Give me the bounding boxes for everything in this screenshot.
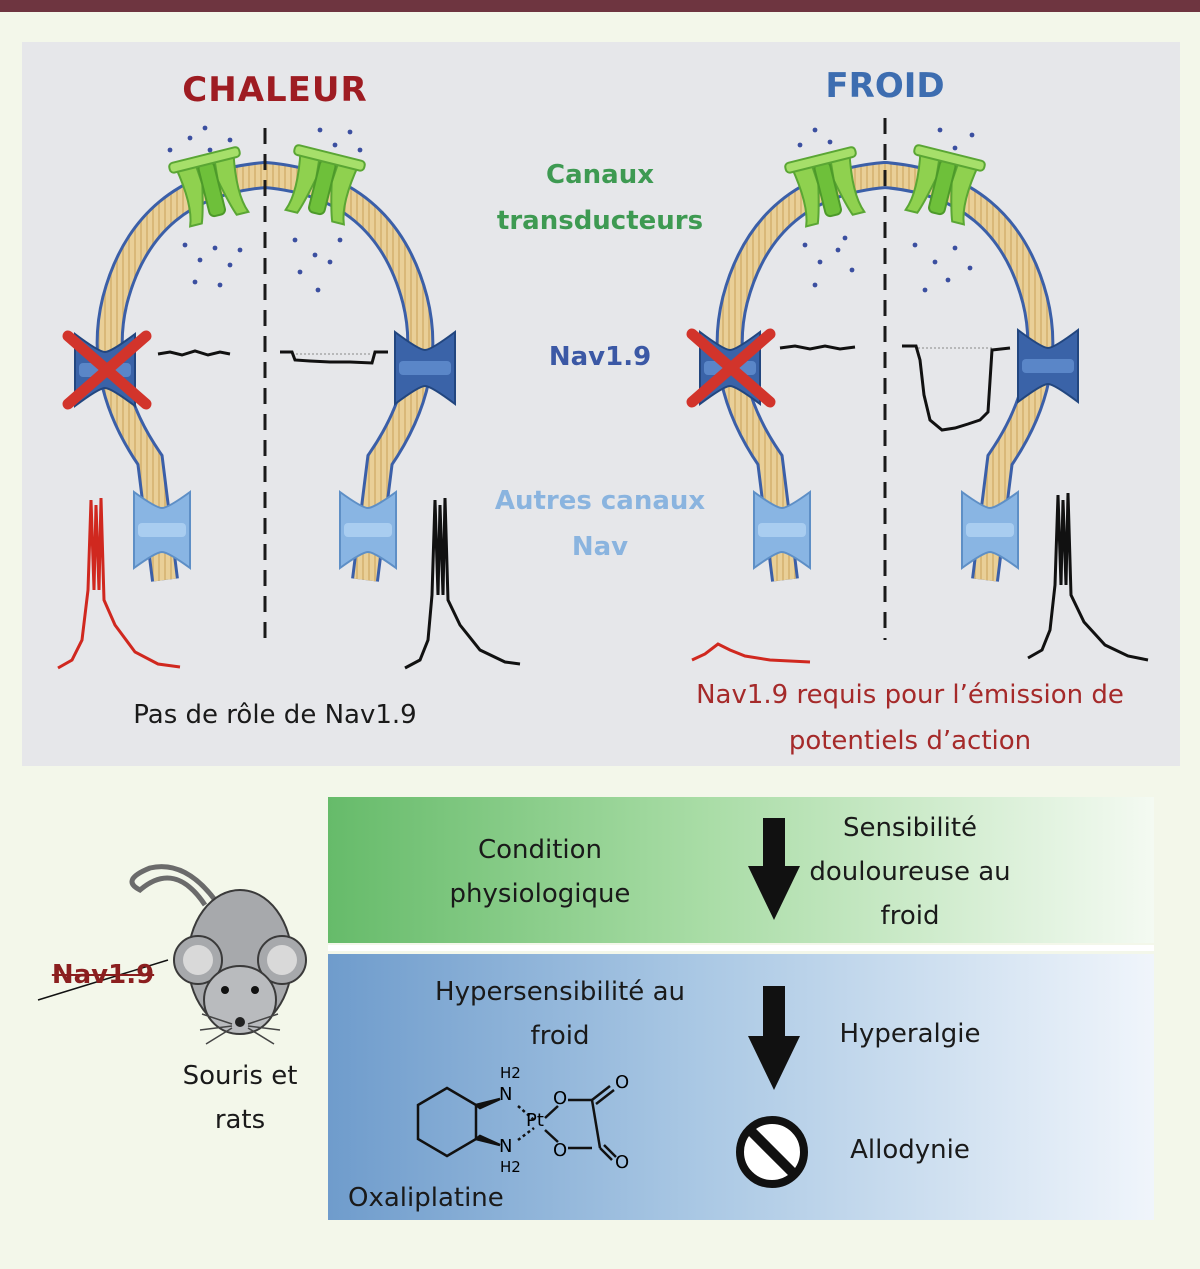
caption-heat: Pas de rôle de Nav1.9	[133, 700, 417, 730]
atom-o1: O	[553, 1088, 568, 1109]
condition-hypersensitivity: Hypersensibilité au froid	[435, 977, 685, 1051]
action-potential-cold-wt	[1027, 492, 1149, 662]
action-potential-cold-ko	[691, 642, 811, 664]
knockout-cross-icon	[62, 330, 152, 410]
label-other-nav: Autres canaux Nav	[494, 486, 706, 562]
result-hyperalgesia: Hyperalgie	[839, 1019, 981, 1049]
current-trace	[157, 349, 231, 357]
species-label: Souris et rats	[182, 1061, 298, 1135]
drug-name: Oxaliplatine	[348, 1183, 504, 1213]
label-transducers: Canaux transducteurs	[496, 160, 704, 236]
result-allodynia: Allodynie	[850, 1135, 970, 1165]
condition-physiological: Condition physiologique	[449, 835, 631, 909]
atom-o3: O	[615, 1072, 630, 1093]
current-trace-large	[902, 344, 1011, 432]
atom-h2-bottom: H2	[500, 1158, 521, 1176]
atom-n-top: N	[499, 1084, 513, 1105]
physiological-row	[328, 797, 1154, 943]
atom-n-bottom: N	[499, 1136, 513, 1157]
gene-knockout-label: Nav1.9	[51, 960, 155, 990]
atom-pt: Pt	[526, 1110, 544, 1131]
current-trace	[280, 350, 388, 365]
result-cold-pain: Sensibilité douloureuse au froid	[809, 813, 1011, 931]
label-nav19: Nav1.9	[548, 342, 652, 372]
atom-o4: O	[615, 1152, 630, 1173]
action-potential-heat-wt	[404, 497, 521, 670]
top-bar	[0, 0, 1200, 12]
cold-title: FROID	[825, 66, 945, 106]
caption-cold: Nav1.9 requis pour l’émission de potenti…	[696, 680, 1124, 756]
knockout-cross-icon	[686, 328, 776, 408]
atom-o2: O	[553, 1140, 568, 1161]
action-potential-heat	[57, 497, 181, 670]
atom-h2-top: H2	[500, 1064, 521, 1082]
current-trace	[779, 344, 856, 351]
heat-title: CHALEUR	[182, 70, 368, 110]
